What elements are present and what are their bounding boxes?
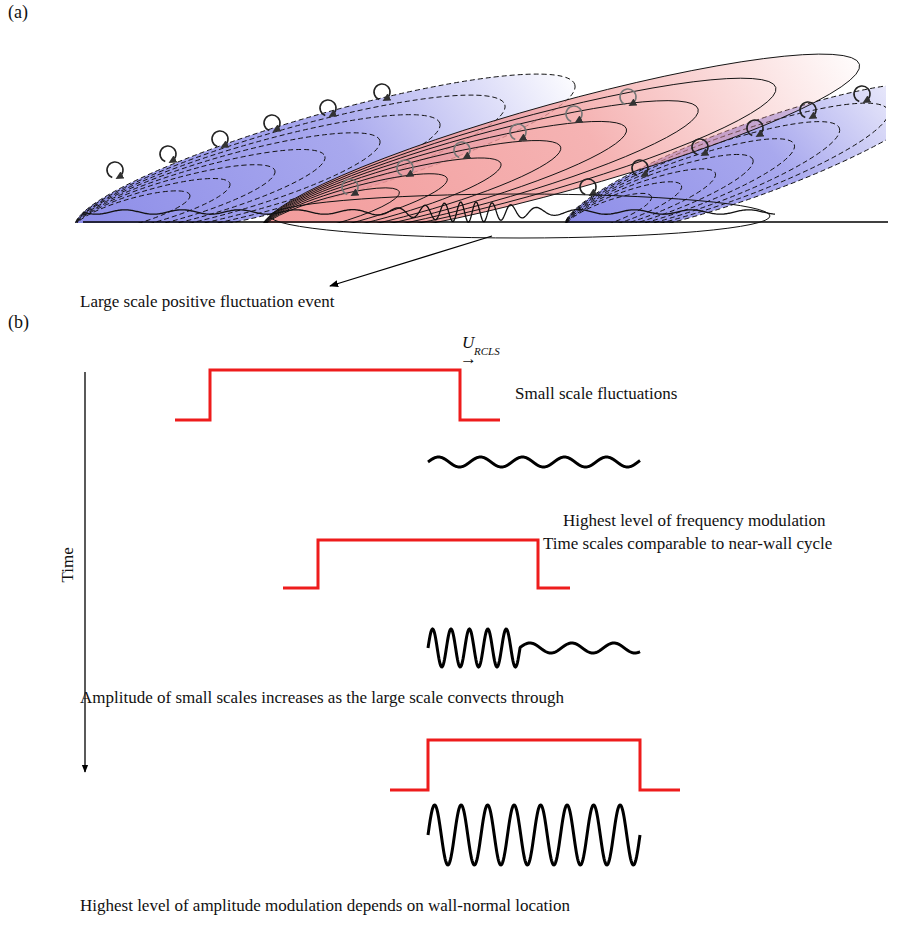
contour-line <box>250 22 871 223</box>
vortex-symbol <box>620 89 636 105</box>
large-scale-pulse <box>390 740 680 790</box>
time-arrow <box>84 372 85 772</box>
contour-line <box>253 76 707 223</box>
axis-label: Time <box>58 547 78 582</box>
annotation: Highest level of frequency modulation <box>563 511 825 531</box>
vortex-symbol <box>454 142 470 158</box>
direction-arrow: → <box>460 349 477 369</box>
vortex-symbol <box>580 179 596 195</box>
small-scale-wave <box>428 629 640 667</box>
leader-arrow <box>330 236 492 286</box>
contour-line <box>258 179 403 223</box>
vortex-symbol <box>212 131 228 147</box>
vortex-symbol <box>264 115 280 131</box>
contour-line <box>561 186 655 223</box>
vortex-symbol <box>800 102 816 118</box>
structure-contours <box>250 22 871 223</box>
vortex-symbol <box>397 160 413 176</box>
contour-line <box>69 151 280 223</box>
contour-line <box>254 100 634 223</box>
vortex-symbol <box>566 106 582 122</box>
small-scale-wave <box>428 457 640 467</box>
large-scale-pulse <box>175 370 500 420</box>
contour-line <box>256 143 506 223</box>
footprint-ellipse <box>270 194 770 238</box>
vortex-symbol <box>342 179 358 195</box>
vortex-symbol <box>510 124 526 140</box>
structure-panel <box>63 22 886 223</box>
contour-line <box>252 50 787 223</box>
contour-line <box>255 123 567 223</box>
vortex-symbol <box>160 146 176 162</box>
small-scale-wave <box>428 805 640 865</box>
vortex-symbol <box>107 162 123 178</box>
small-scale-wave <box>83 202 775 222</box>
vortex-symbol <box>374 84 390 100</box>
annotation: Time scales comparable to near-wall cycl… <box>543 534 832 554</box>
vortex-symbol <box>692 139 708 155</box>
contour-line <box>257 162 451 223</box>
vortex-symbol <box>320 100 336 116</box>
wall-line <box>83 221 888 222</box>
velocity-subscript: RCLS <box>474 345 500 358</box>
annotation: Amplitude of small scales increases as t… <box>80 688 564 708</box>
vortex-symbol <box>747 120 763 136</box>
time-sequence <box>85 370 680 865</box>
contour-line <box>71 183 193 223</box>
structure-overlay <box>83 84 888 286</box>
vortex-symbol <box>854 86 870 102</box>
annotation: Highest level of amplitude modulation de… <box>80 896 570 916</box>
panel-label: (a) <box>8 2 28 23</box>
vortex-symbol <box>632 160 648 176</box>
callout-label: Large scale positive fluctuation event <box>80 292 335 312</box>
annotation: Small scale fluctuations <box>515 384 677 404</box>
large-scale-pulse <box>283 540 570 588</box>
panel-label: (b) <box>8 312 29 333</box>
